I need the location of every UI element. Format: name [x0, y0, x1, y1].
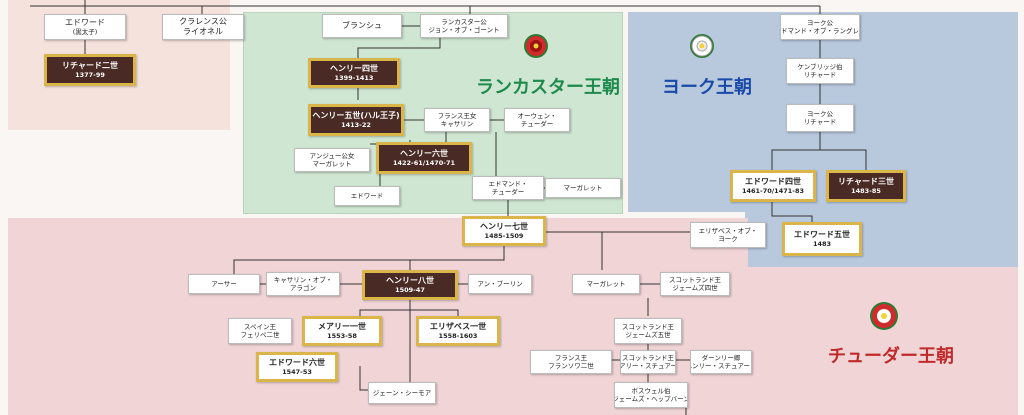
york-title: ヨーク王朝	[662, 77, 752, 98]
person-elizabeth-of-york: エリザベス・オブ・ヨーク	[690, 222, 766, 248]
white-rose-icon	[686, 30, 718, 62]
tudor-title: チューダー王朝	[828, 346, 954, 367]
person-margaret-tudor: マーガレット	[572, 274, 640, 294]
person-richard-cambridge: ケンブリッジ伯リチャード	[786, 58, 854, 84]
person-darnley: ダーンリー卿ヘンリー・スチュアート	[690, 350, 752, 374]
person-edward-black-prince: エドワード(黒太子)	[44, 14, 126, 40]
person-james-4: スコットランド王ジェームズ四世	[660, 272, 730, 296]
person-edward-lancaster: エドワード	[334, 186, 400, 206]
person-anne-boleyn: アン・ブーリン	[468, 274, 532, 294]
person-owen-tudor: オーウェン・チューダー	[504, 108, 570, 132]
person-james-5: スコットランド王ジェームズ五世	[614, 318, 682, 344]
person-francis-2: フランス王フランソワ二世	[530, 350, 612, 374]
person-henry-5: ヘンリー五世(ハル王子)1413-22	[308, 104, 404, 136]
person-mary-queen-of-scots: スコットランド王メアリー・スチュアート	[620, 350, 676, 374]
person-catherine-of-france: フランス王女キャサリン	[424, 108, 490, 132]
lancaster-title: ランカスター王朝	[476, 77, 620, 98]
person-bothwell: ボスウェル伯ジェームズ・ヘップバーン	[614, 382, 688, 408]
person-john-of-gaunt: ランカスター公ジョン・オブ・ゴーント	[420, 14, 508, 38]
red-rose-icon	[520, 30, 552, 62]
person-margaret-of-anjou: アンジュー公女マーガレット	[294, 148, 370, 172]
person-edmund-tudor: エドマンド・チューダー	[472, 176, 544, 200]
person-arthur: アーサー	[188, 274, 260, 294]
person-jane-seymour: ジェーン・シーモア	[368, 382, 436, 404]
person-margaret-beaufort: マーガレット	[545, 178, 621, 198]
person-edmund-of-langley: ヨーク公エドマンド・オブ・ラングレイ	[780, 14, 860, 40]
tudor-rose-icon	[866, 298, 902, 334]
tudor-panel-right	[748, 267, 1018, 415]
person-catherine-of-aragon: キャサリン・オブ・アラゴン	[266, 272, 340, 296]
person-richard-of-york: ヨーク公リチャード	[786, 104, 854, 132]
person-blanche: ブランシュ	[322, 14, 402, 38]
person-philip-2: スペイン王フェリペ二世	[228, 318, 292, 344]
person-clarence: クラレンス公ライオネル	[162, 14, 244, 40]
